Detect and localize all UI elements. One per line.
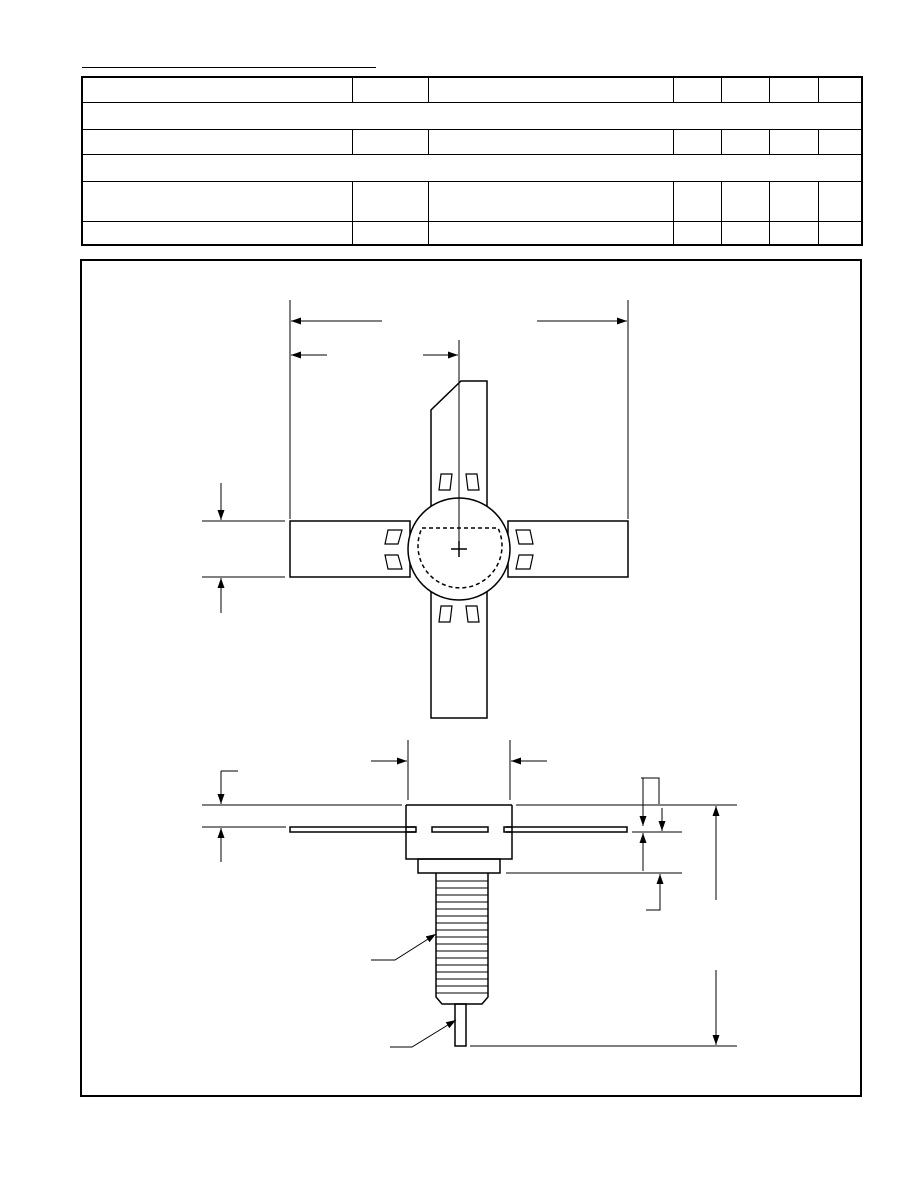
top-dimension-arrows — [217, 317, 627, 613]
stud-threads — [436, 880, 488, 994]
table-row-section — [81, 101, 863, 130]
top-extension-lines — [202, 300, 629, 578]
table-row — [81, 180, 863, 222]
side-lead-right — [503, 826, 628, 833]
table-section-cell — [81, 153, 863, 182]
table-cell — [352, 76, 430, 103]
table-cell — [352, 220, 430, 246]
table-cell — [352, 128, 430, 155]
table-cell — [81, 180, 354, 222]
side-view — [202, 740, 737, 1048]
die-outline — [417, 527, 503, 589]
table-section-cell — [81, 101, 863, 130]
drawing-frame — [80, 259, 862, 1097]
table-cell — [769, 128, 820, 155]
mounting-flange — [417, 858, 501, 874]
table-row-section — [81, 153, 863, 182]
spec-table — [81, 76, 863, 246]
top-view — [202, 300, 629, 719]
table-cell — [818, 220, 863, 246]
table-cell — [352, 180, 430, 222]
side-lead-center — [431, 826, 489, 833]
bond-pads — [384, 473, 534, 623]
lead-bottom — [430, 578, 488, 719]
table-cell — [672, 220, 723, 246]
table-row — [81, 220, 863, 246]
side-dimension-arrows — [217, 757, 720, 1045]
threaded-stud — [435, 873, 489, 1005]
table-cell — [769, 76, 820, 103]
table-cell — [721, 76, 771, 103]
stud-pin — [454, 1003, 467, 1047]
table-cell — [81, 128, 354, 155]
table-cell — [428, 220, 674, 246]
lead-top — [430, 380, 488, 521]
table-cell — [428, 180, 674, 222]
table-row — [81, 128, 863, 155]
table-cell — [81, 220, 354, 246]
table-cell — [672, 180, 723, 222]
side-extension-lines — [202, 740, 737, 1047]
table-cell — [672, 128, 723, 155]
table-cell — [81, 76, 354, 103]
side-lead-left — [289, 826, 417, 833]
table-cell — [818, 76, 863, 103]
callout-leaders — [371, 933, 457, 1048]
header-rule — [82, 67, 376, 68]
